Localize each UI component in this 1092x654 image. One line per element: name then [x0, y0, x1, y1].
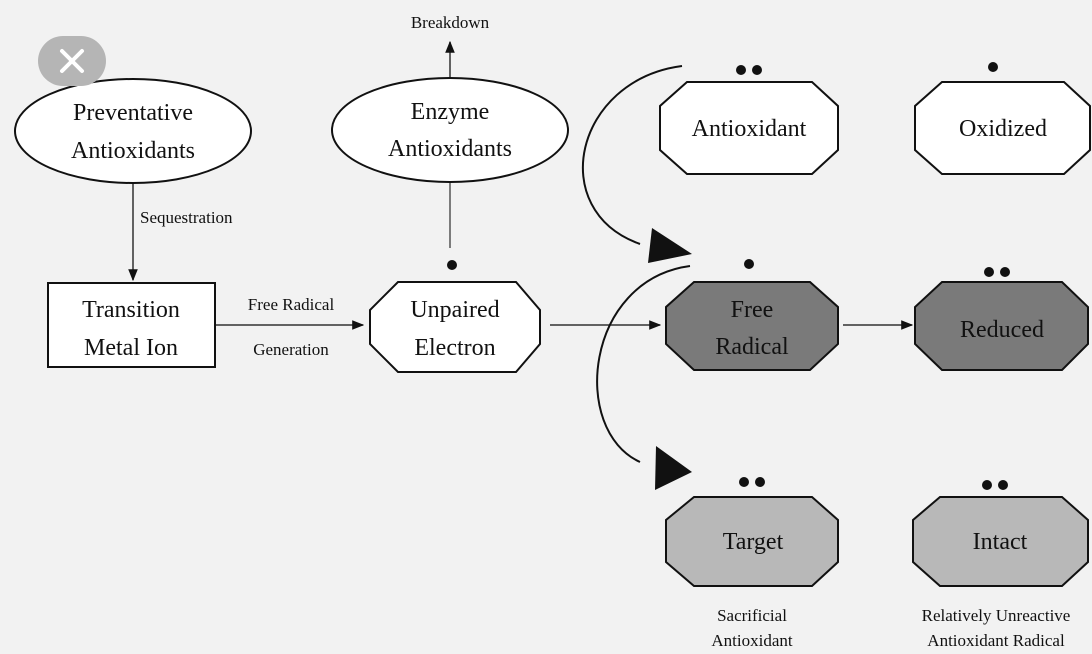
- oxidized-node: [914, 81, 1091, 175]
- antioxidant-curve-arrow: [581, 65, 683, 245]
- breakdown-label: Breakdown: [411, 13, 490, 32]
- target-dot-1: [739, 477, 749, 487]
- intact-node: [912, 496, 1089, 587]
- antioxidant-node: [659, 81, 839, 175]
- reduced-node: [914, 281, 1089, 371]
- intact-label: Intact: [973, 529, 1028, 555]
- generation-label-line2: Generation: [253, 340, 329, 359]
- unreactive-caption-line2: Antioxidant Radical: [927, 631, 1065, 650]
- target-node: [665, 496, 839, 587]
- unpaired-electron-dot: [447, 260, 457, 270]
- target-dot-2: [755, 477, 765, 487]
- enzyme-label-line1: Enzyme: [411, 99, 490, 125]
- free-radical-node: [665, 281, 839, 371]
- free-radical-label-line2: Radical: [715, 334, 789, 360]
- free-radical-curve-arrow: [596, 265, 691, 463]
- antioxidant-label: Antioxidant: [692, 116, 807, 142]
- transition-metal-ion-node: [47, 282, 216, 368]
- unpaired-electron-node: [369, 281, 541, 373]
- unpaired-label-line2: Electron: [414, 335, 495, 361]
- target-curve-arrowhead: [655, 446, 692, 490]
- reduced-dot-2: [1000, 267, 1010, 277]
- generation-label-line1: Free Radical: [248, 295, 335, 314]
- sequestration-label: Sequestration: [140, 208, 233, 227]
- preventative-antioxidants-node: [14, 78, 252, 184]
- oxidized-dot: [988, 62, 998, 72]
- transition-label-line1: Transition: [82, 297, 180, 323]
- antioxidant-dot-2: [752, 65, 762, 75]
- free-radical-dot: [744, 259, 754, 269]
- sacrificial-caption-line2: Antioxidant: [711, 631, 792, 650]
- transition-label-line2: Metal Ion: [84, 335, 178, 361]
- antioxidant-dot-1: [736, 65, 746, 75]
- enzyme-antioxidants-node: [331, 77, 569, 183]
- free-radical-label-line1: Free: [731, 297, 774, 323]
- sacrificial-caption-line1: Sacrificial: [717, 606, 787, 625]
- intact-dot-1: [982, 480, 992, 490]
- preventative-label-line1: Preventative: [73, 100, 193, 126]
- close-icon: [60, 49, 84, 73]
- antioxidant-curve-arrowhead: [648, 228, 692, 263]
- enzyme-label-line2: Antioxidants: [388, 136, 512, 162]
- unreactive-caption-line1: Relatively Unreactive: [922, 606, 1071, 625]
- reduced-label: Reduced: [960, 317, 1044, 343]
- reduced-dot-1: [984, 267, 994, 277]
- oxidized-label: Oxidized: [959, 116, 1047, 142]
- unpaired-label-line1: Unpaired: [410, 297, 499, 323]
- intact-dot-2: [998, 480, 1008, 490]
- preventative-label-line2: Antioxidants: [71, 138, 195, 164]
- target-label: Target: [723, 529, 784, 555]
- close-button[interactable]: [38, 36, 106, 86]
